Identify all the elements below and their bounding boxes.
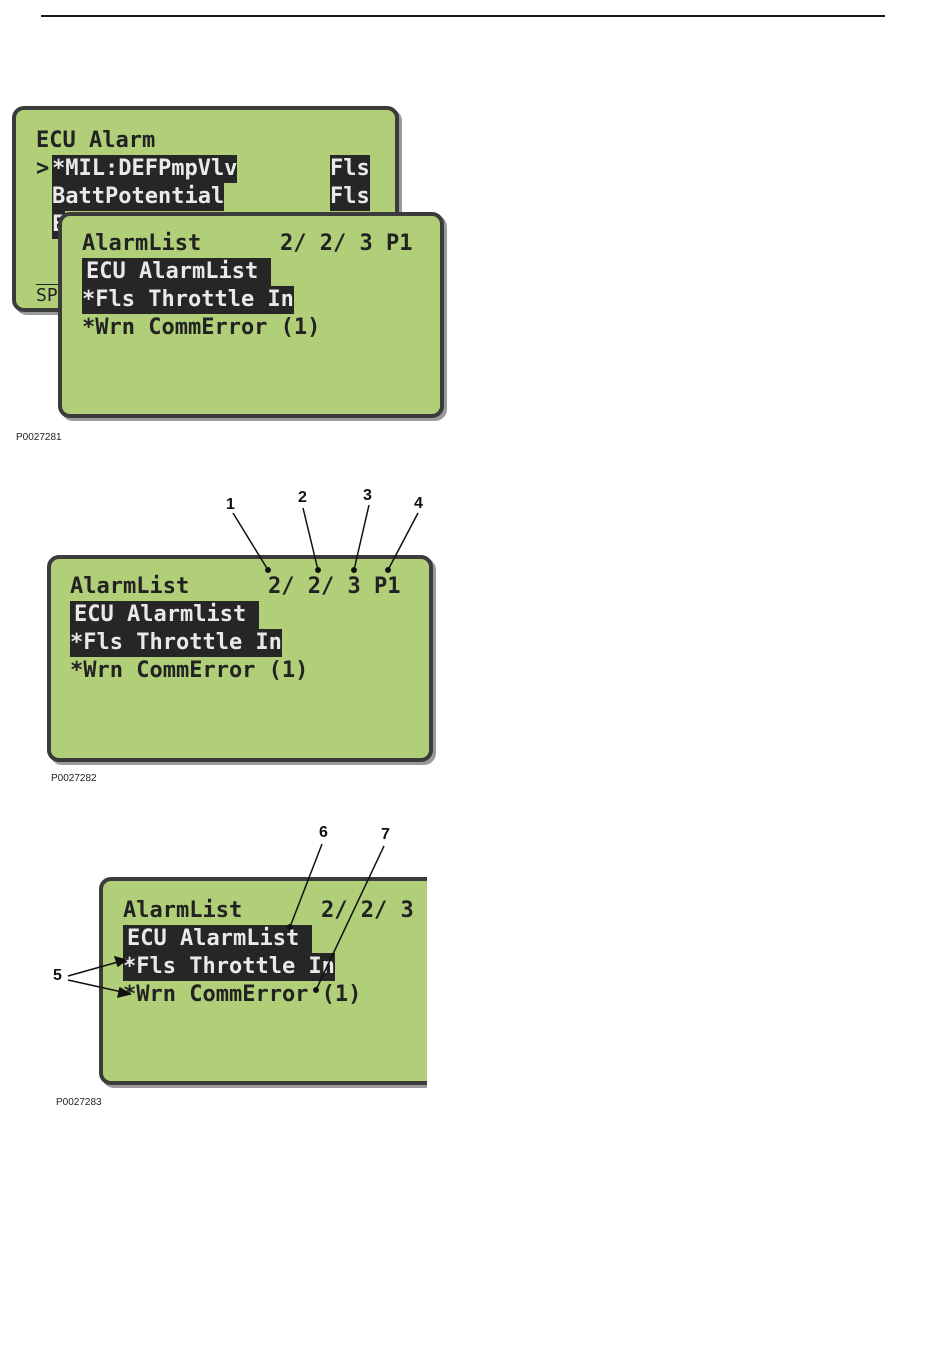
callout-5: 5 — [53, 967, 62, 984]
callout-3: 3 — [363, 487, 372, 504]
callout-2: 2 — [298, 489, 307, 506]
back-screen-row1-value: Fls — [330, 155, 370, 183]
screen2-row1: ECU Alarmlist — [70, 601, 260, 629]
figure-2-caption: P0027282 — [51, 773, 97, 784]
figure-3: AlarmList 2/ 2/ 3 ECU AlarmList *Fls Thr… — [53, 824, 427, 1108]
screen2-row2: *Fls Throttle In — [70, 629, 282, 657]
callout-4: 4 — [414, 495, 423, 512]
screen2-position: 2/ 2/ 3 P1 — [268, 574, 401, 599]
back-screen-row2-value: Fls — [330, 183, 370, 211]
front-screen-row3: *Wrn CommError (1) — [82, 315, 321, 340]
screen3-header: AlarmList — [123, 898, 243, 923]
back-screen-title: ECU Alarm — [36, 128, 156, 153]
callout-7: 7 — [381, 826, 390, 843]
alarmlist-screen-3: AlarmList 2/ 2/ 3 ECU AlarmList *Fls Thr… — [99, 877, 427, 1085]
screen3-row2: *Fls Throttle In — [123, 953, 335, 981]
callout-1: 1 — [226, 496, 235, 513]
screen3-row3: *Wrn CommError (1) — [123, 982, 362, 1007]
screen2-header: AlarmList — [70, 574, 190, 599]
back-screen-footer-partial: SP — [36, 285, 58, 306]
back-screen-row1-label: *MIL:DEFPmpVlv — [52, 155, 238, 183]
figure-1-caption: P0027281 — [16, 432, 62, 443]
alarmlist-screen-2: AlarmList 2/ 2/ 3 P1 ECU Alarmlist *Fls … — [47, 555, 433, 762]
alarmlist-front-screen: AlarmList 2/ 2/ 3 P1 ECU AlarmList *Fls … — [58, 212, 444, 418]
screen3-row1: ECU AlarmList — [123, 925, 313, 953]
figure-3-caption: P0027283 — [56, 1097, 102, 1108]
selection-cursor: > — [36, 156, 50, 181]
callout-6: 6 — [319, 824, 328, 841]
front-screen-header: AlarmList — [82, 231, 202, 256]
front-screen-row2: *Fls Throttle In — [82, 286, 294, 314]
figure-1: ECU Alarm > *MIL:DEFPmpVlv Fls BattPoten… — [0, 0, 950, 460]
top-rule — [41, 15, 885, 17]
front-screen-row1: ECU AlarmList — [82, 258, 272, 286]
screen2-row3: *Wrn CommError (1) — [70, 658, 309, 683]
screen3-position: 2/ 2/ 3 — [321, 898, 414, 923]
back-screen-row2-label: BattPotential — [52, 183, 225, 211]
front-screen-position: 2/ 2/ 3 P1 — [280, 231, 413, 256]
